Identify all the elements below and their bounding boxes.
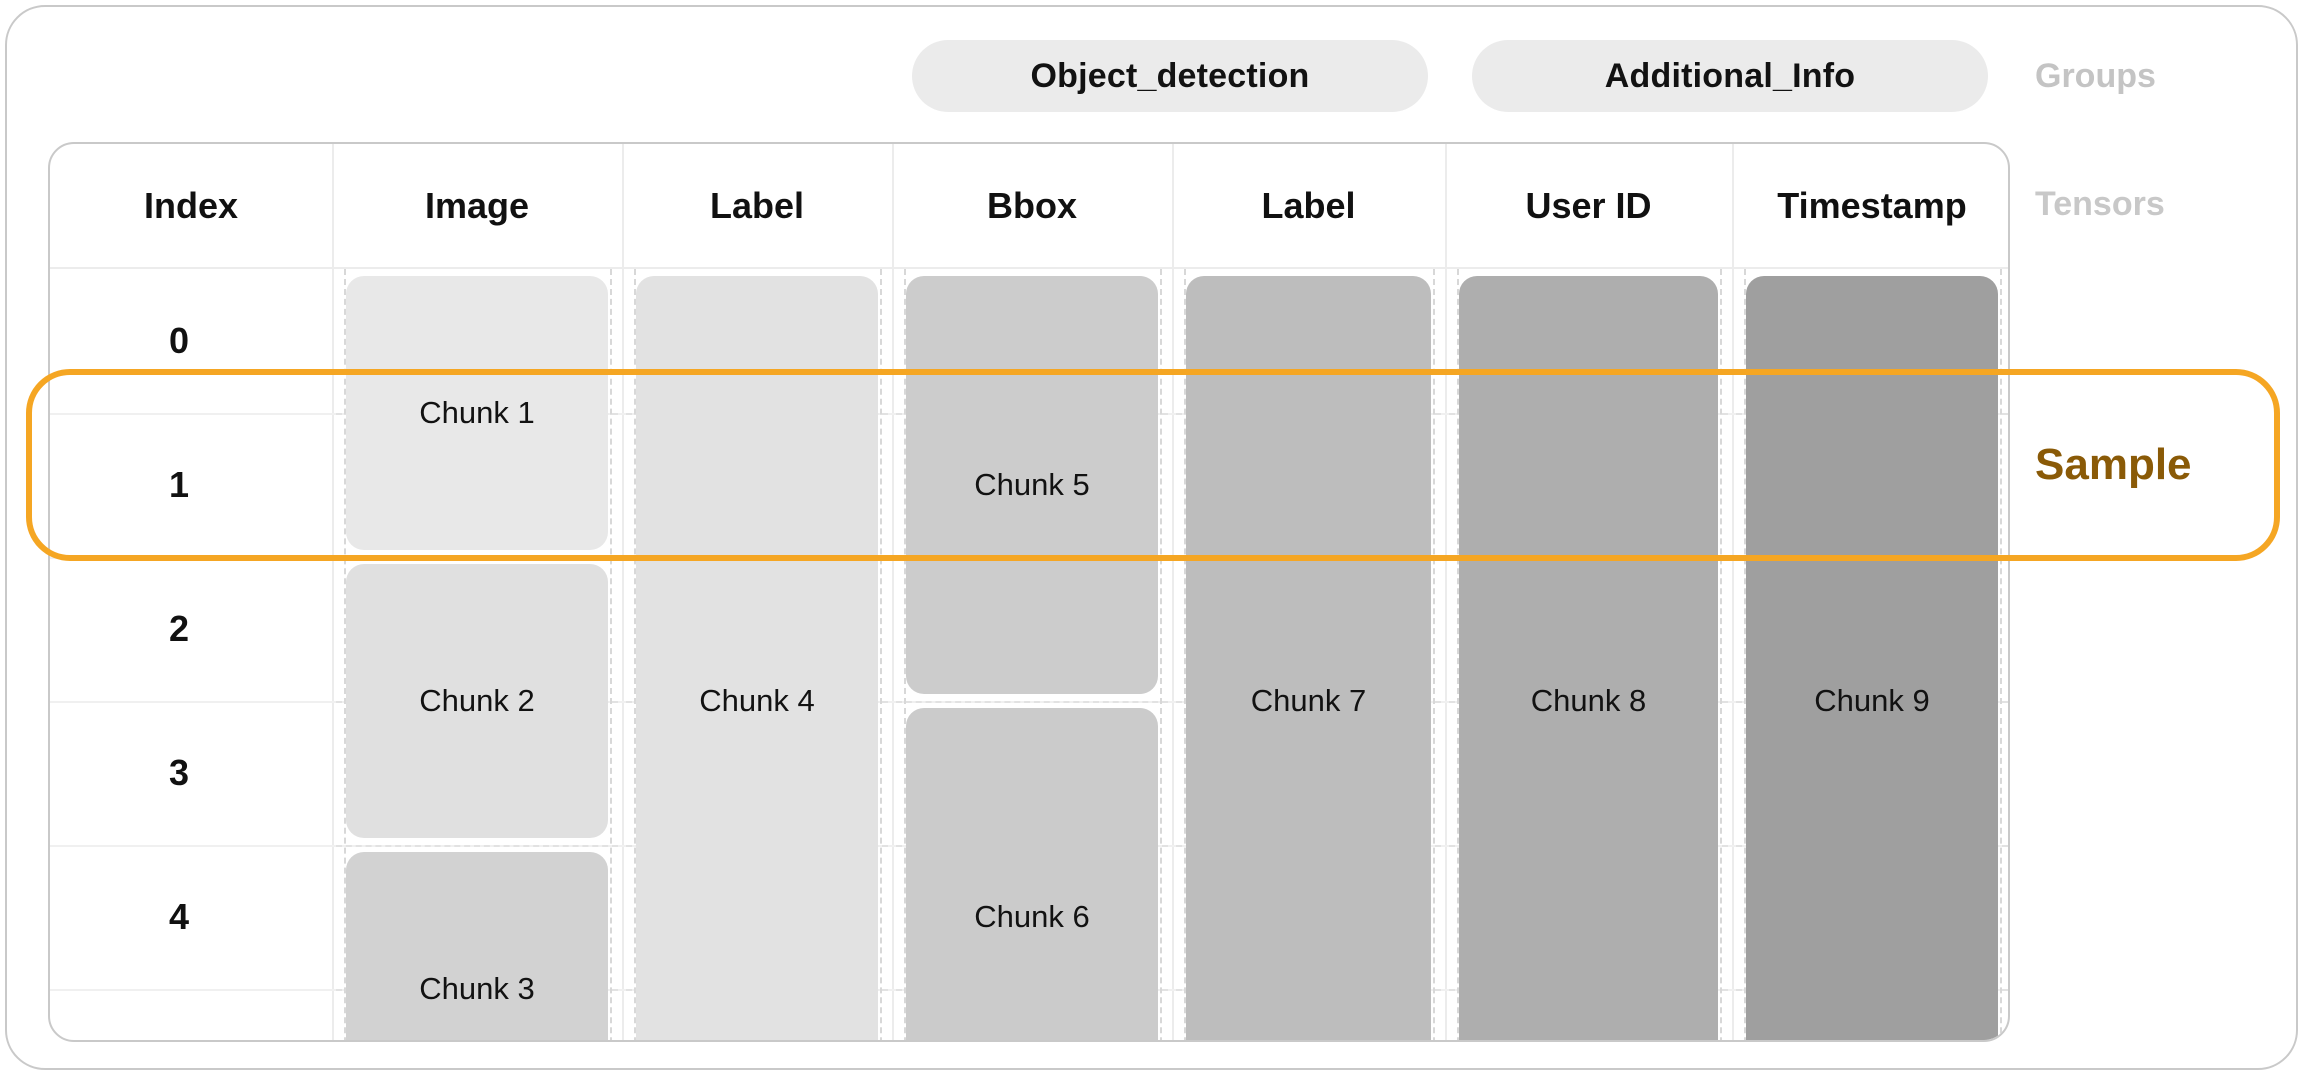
chunk-block[interactable]: Chunk 9 [1746, 276, 1998, 1040]
chunk-grid-dashed-line [1744, 269, 1746, 1040]
index-value: 1 [168, 464, 190, 505]
chunk-block[interactable]: Chunk 6 [906, 708, 1158, 1040]
chunk-block[interactable]: Chunk 5 [906, 276, 1158, 694]
column-header-user-id[interactable]: User ID [1445, 144, 1732, 267]
chunk-block[interactable]: Chunk 1 [346, 276, 608, 550]
tensor-table: Index Image Label Bbox Label User ID Timestamp… [48, 142, 2010, 1042]
chunk-grid-dashed-line [336, 557, 618, 559]
chunk-label: Chunk 6 [974, 899, 1090, 934]
group-pill-label: Additional_Info [1604, 56, 1856, 95]
chunk-label: Chunk 2 [419, 683, 535, 718]
column-divider [1172, 144, 1174, 1040]
chunk-label: Chunk 8 [1530, 683, 1647, 718]
index-value: 5 [169, 1040, 189, 1042]
index-value: 0 [168, 320, 190, 361]
chunk-grid-dashed-line [1160, 269, 1162, 1040]
chunk-block[interactable]: Chunk 3 [346, 852, 608, 1040]
groups-row: Object_detection Additional_Info Groups [0, 0, 2304, 130]
column-header-label: Bbox [987, 184, 1077, 226]
chunk-label: Chunk 5 [974, 467, 1090, 502]
column-divider [892, 144, 894, 1040]
chunk-grid-dashed-line [880, 269, 882, 1040]
column-header-bbox[interactable]: Bbox [892, 144, 1172, 267]
column-header-label[interactable]: Label [1172, 144, 1445, 267]
group-pill-object-detection[interactable]: Object_detection [912, 40, 1428, 112]
column-header-timestamp[interactable]: Timestamp [1732, 144, 2008, 267]
sample-label: Sample [2035, 440, 2192, 489]
chunk-block[interactable]: Chunk 2 [346, 564, 608, 838]
column-header-index[interactable]: Index [50, 144, 332, 267]
index-cell: 0 [50, 269, 308, 413]
column-header-label: Image [424, 184, 530, 226]
index-value: 2 [168, 608, 190, 649]
column-header-image[interactable]: Image [332, 144, 622, 267]
column-header-label: Label [1261, 184, 1356, 226]
chunk-label: Chunk 7 [1250, 683, 1367, 718]
chunk-block[interactable]: Chunk 4 [636, 276, 878, 1040]
chunk-grid-dashed-line [1457, 269, 1459, 1040]
chunk-grid-dashed-line [336, 845, 618, 847]
column-divider [332, 144, 334, 1040]
column-header-label: User ID [1525, 184, 1652, 226]
chunk-label: Chunk 9 [1814, 683, 1930, 718]
column-divider [1732, 144, 1734, 1040]
chunk-grid-dashed-line [2000, 269, 2002, 1040]
chunk-grid-dashed-line [634, 269, 636, 1040]
index-cell: 4 [50, 845, 308, 989]
tensors-caption-label: Tensors [2035, 185, 2165, 223]
column-header-label: Label [709, 184, 805, 226]
column-divider [622, 144, 624, 1040]
index-cell: 1 [50, 413, 308, 557]
chunk-grid-dashed-line [610, 269, 612, 1040]
chunk-grid-dashed-line [344, 269, 346, 1040]
chunk-grid-dashed-line [1184, 269, 1186, 1040]
index-cell: 5 [50, 989, 308, 1042]
chunk-block[interactable]: Chunk 7 [1186, 276, 1431, 1040]
chunk-label: Chunk 3 [419, 971, 535, 1006]
index-cell: 3 [50, 701, 308, 845]
group-pill-additional-info[interactable]: Additional_Info [1472, 40, 1988, 112]
chunk-label: Chunk 4 [699, 683, 815, 718]
chunk-grid-dashed-line [1720, 269, 1722, 1040]
column-header-label: Index [143, 184, 239, 226]
index-value: 3 [168, 752, 190, 793]
index-value: 4 [168, 896, 190, 937]
index-cell: 2 [50, 557, 308, 701]
chunk-grid-dashed-line [896, 701, 1168, 703]
groups-caption-label: Groups [2035, 56, 2156, 95]
column-header-label: Timestamp [1777, 184, 1967, 226]
group-pill-label: Object_detection [1030, 56, 1310, 95]
chunk-grid-dashed-line [1433, 269, 1435, 1040]
chunk-grid-dashed-line [904, 269, 906, 1040]
column-divider [1445, 144, 1447, 1040]
column-header-label[interactable]: Label [622, 144, 892, 267]
table-header-row: Index Image Label Bbox Label User ID Timestamp [50, 144, 2008, 269]
chunk-block[interactable]: Chunk 8 [1459, 276, 1718, 1040]
chunk-label: Chunk 1 [419, 395, 535, 430]
